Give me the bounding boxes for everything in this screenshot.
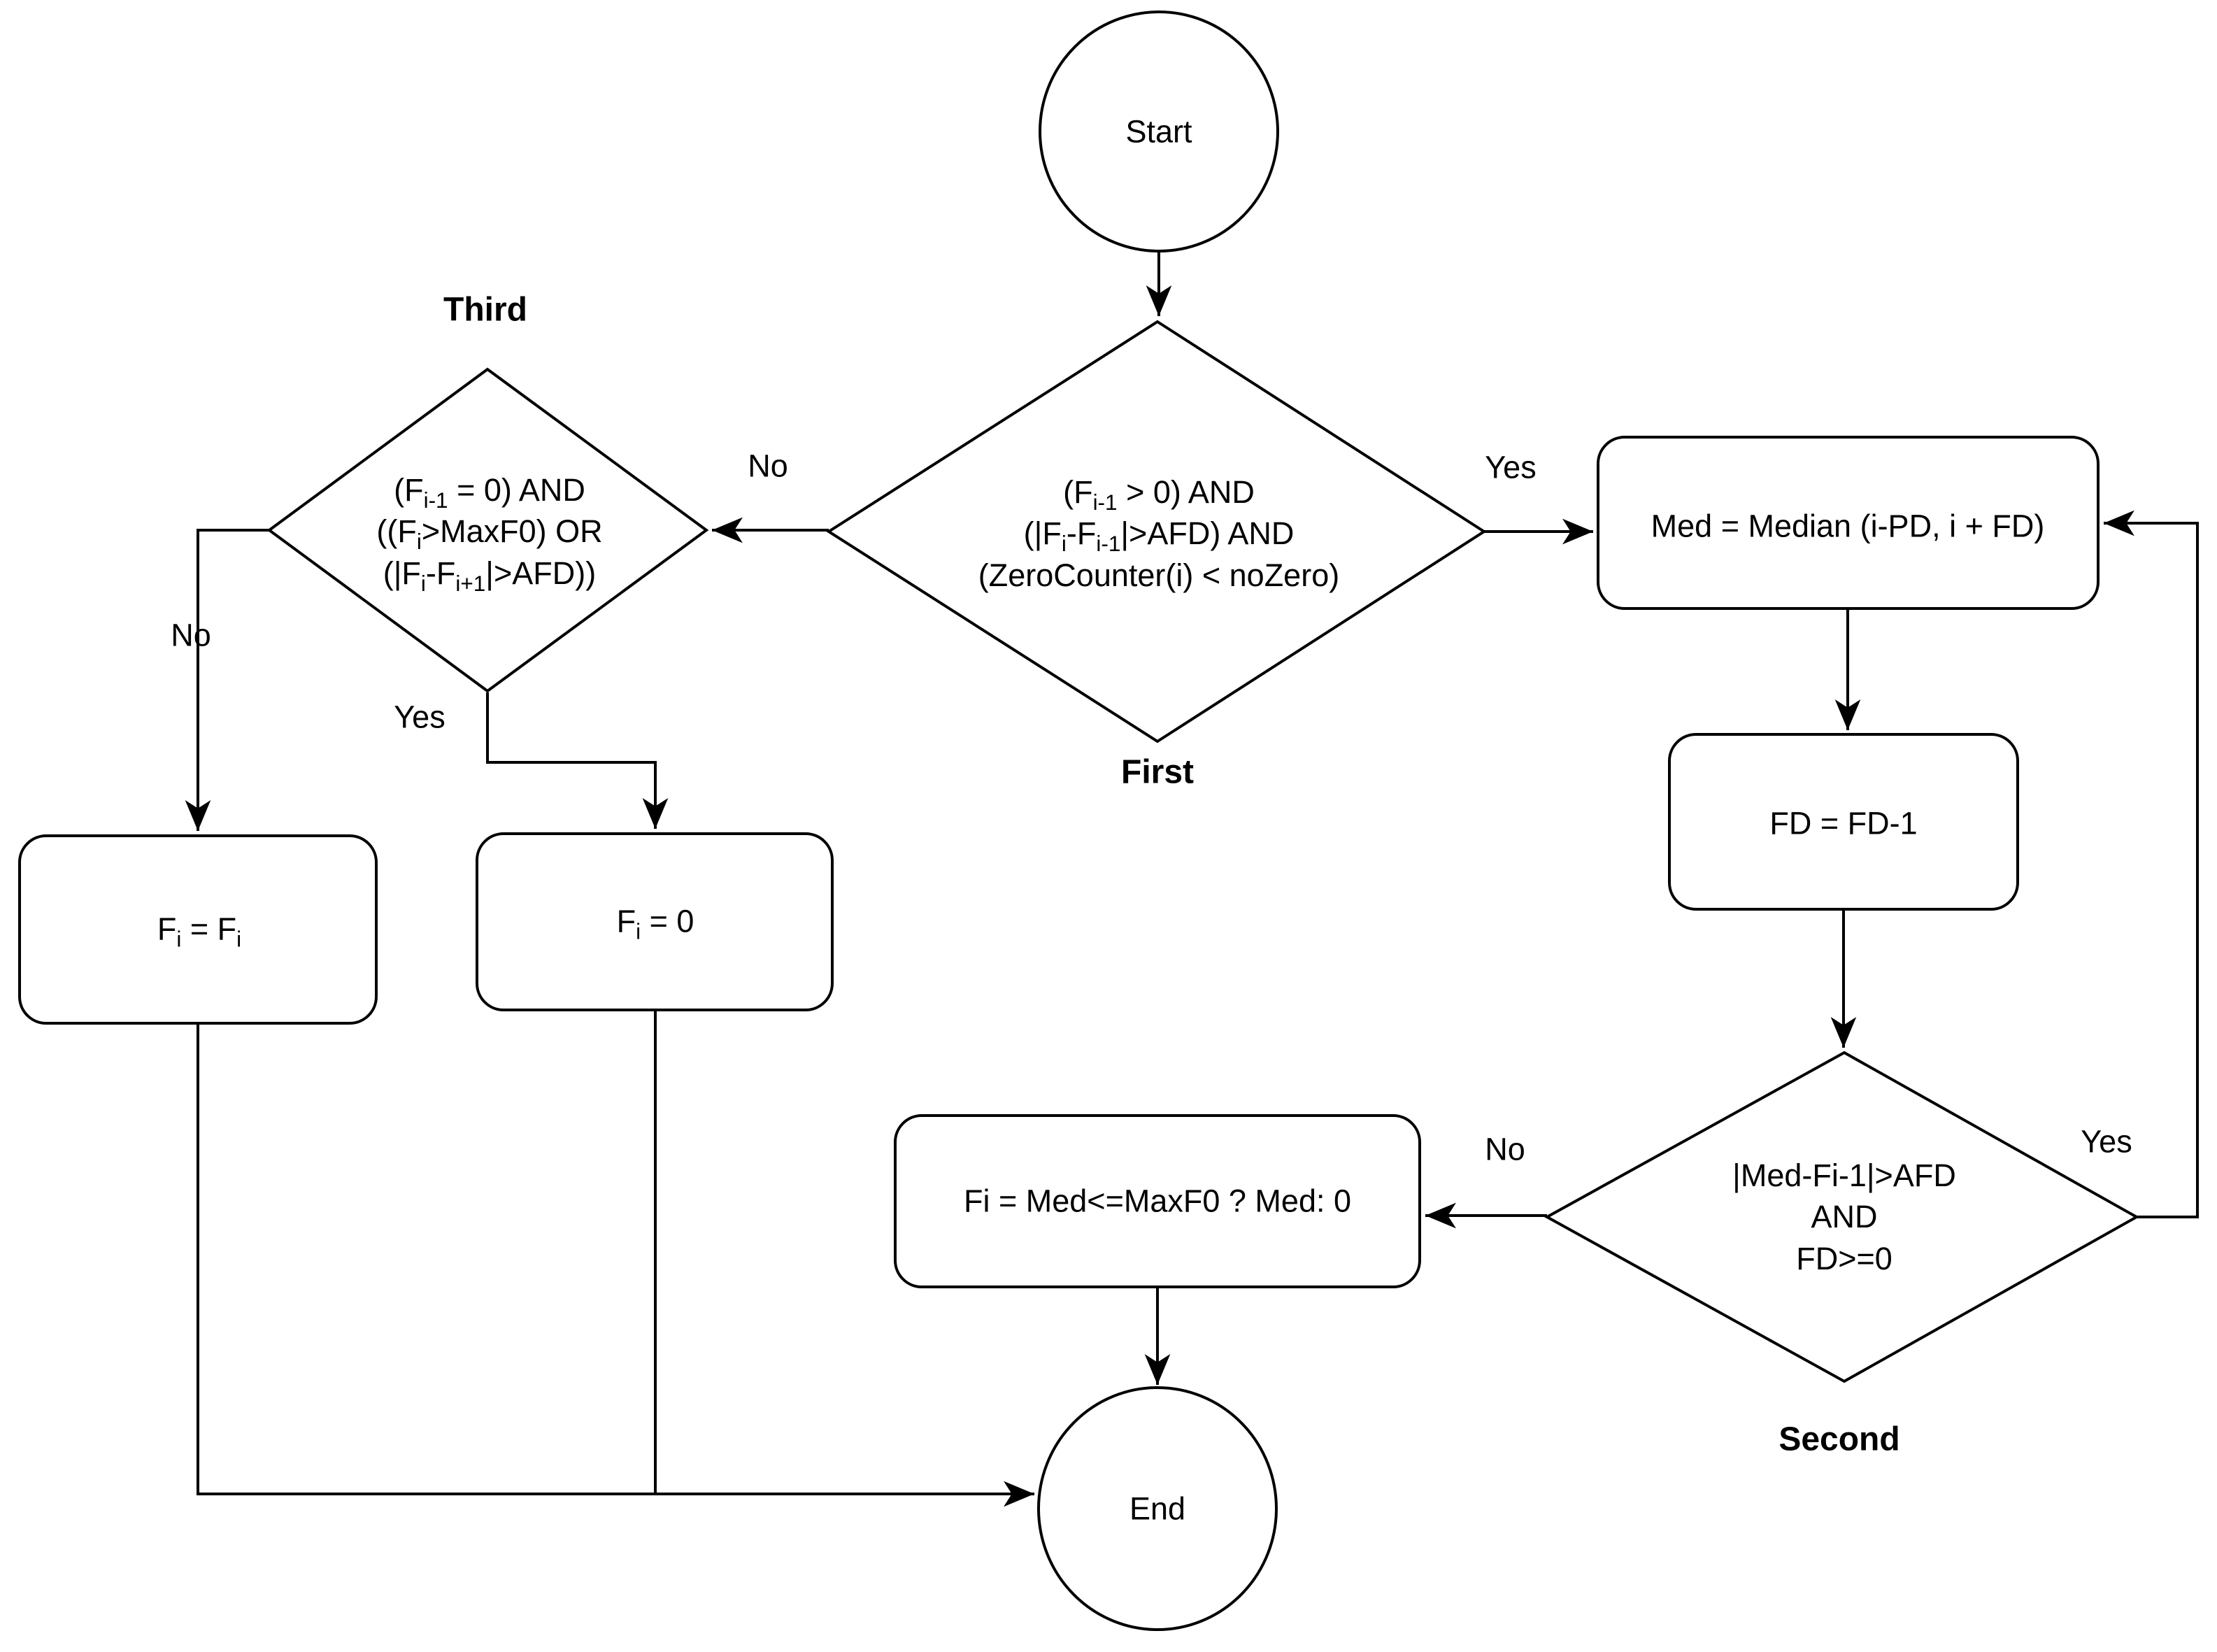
med-box-shape	[1597, 436, 2100, 610]
edge-second-yes-loop-to-med	[2104, 510, 2199, 1218]
third-condition-line-3: (|Fi-Fi+1|>AFD))	[383, 555, 597, 596]
second-diamond-text: |Med-Fi-1|>AFD AND FD>=0	[1732, 1155, 1956, 1279]
end-node-shape	[1037, 1386, 1278, 1631]
edge-label-first-no: No	[748, 448, 788, 484]
fd-box-label: FD = FD-1	[1769, 805, 1918, 841]
first-diamond-text: (Fi-1 > 0) AND (|Fi-Fi-1|>AFD) AND (Zero…	[978, 471, 1339, 596]
end-node-label: End	[1129, 1490, 1186, 1527]
second-condition-line-1: |Med-Fi-1|>AFD	[1732, 1157, 1956, 1193]
third-condition-line-2: ((Fi>MaxF0) OR	[376, 513, 603, 555]
edge-third-yes-to-fizero	[486, 692, 669, 829]
edge-third-no-to-fifi	[185, 529, 269, 831]
first-condition-line-2: (|Fi-Fi-1|>AFD) AND	[1023, 515, 1295, 557]
fifi-box-shape	[18, 834, 378, 1025]
third-diamond-tag: Third	[443, 291, 527, 329]
second-diamond-shape	[1544, 1051, 2140, 1383]
first-diamond-shape	[826, 320, 1487, 743]
fimed-box-shape	[894, 1114, 1421, 1288]
edge-label-second-yes: Yes	[2081, 1123, 2132, 1160]
fimed-box-label: Fi = Med<=MaxF0 ? Med: 0	[964, 1183, 1351, 1219]
edge-label-third-yes: Yes	[394, 699, 445, 735]
start-node-shape	[1039, 10, 1279, 252]
fd-box-shape	[1668, 733, 2019, 911]
edge-label-third-no: No	[171, 617, 211, 653]
edge-label-first-yes: Yes	[1485, 449, 1537, 485]
fifi-box-label: Fi = Fi	[157, 911, 242, 952]
first-condition-line-1: (Fi-1 > 0) AND	[1063, 473, 1255, 515]
first-condition-line-3: (ZeroCounter(i) < noZero)	[978, 557, 1340, 593]
fizero-box-shape	[476, 832, 834, 1011]
third-diamond-shape	[266, 367, 709, 693]
second-condition-line-3: FD>=0	[1796, 1240, 1892, 1276]
third-condition-line-1: (Fi-1 = 0) AND	[394, 471, 585, 513]
fizero-box-label: Fi = 0	[616, 903, 694, 944]
third-diamond-text: (Fi-1 = 0) AND ((Fi>MaxF0) OR (|Fi-Fi+1|…	[376, 469, 602, 594]
second-condition-line-2: AND	[1811, 1199, 1878, 1235]
edge-label-second-no: No	[1485, 1131, 1525, 1167]
edge-fifi-to-end	[197, 1023, 1034, 1507]
start-node-label: Start	[1125, 113, 1192, 150]
med-box-label: Med = Median (i-PD, i + FD)	[1651, 508, 2045, 544]
first-diamond-tag: First	[1120, 753, 1195, 791]
second-diamond-tag: Second	[1778, 1420, 1900, 1458]
